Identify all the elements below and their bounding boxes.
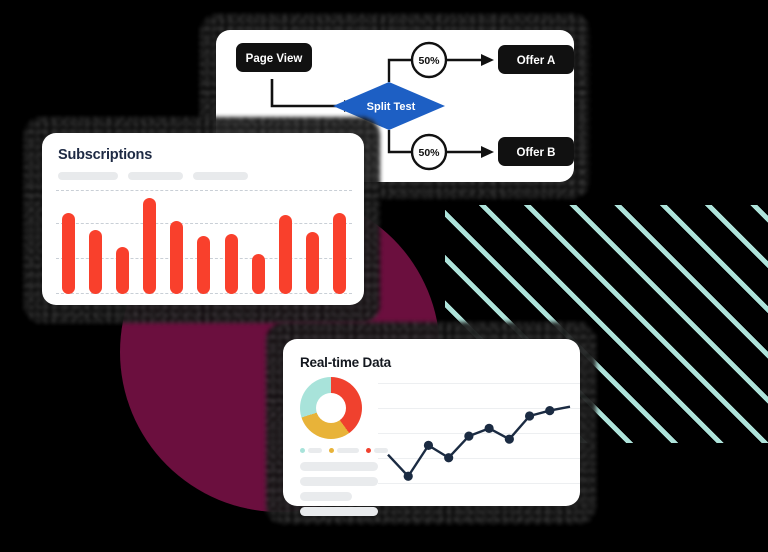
- line-gridline: [378, 383, 580, 384]
- node-offer-b[interactable]: [498, 137, 574, 166]
- bar-series: [62, 190, 346, 294]
- placeholder-pill: [128, 172, 183, 180]
- subscriptions-title: Subscriptions: [58, 147, 153, 163]
- placeholder-bar: [300, 462, 378, 471]
- legend-item-0: [300, 448, 322, 453]
- placeholder-bar: [300, 492, 352, 501]
- donut-chart-section: [300, 377, 388, 516]
- legend-dot-icon: [366, 448, 371, 453]
- legend-label-placeholder: [337, 448, 359, 453]
- line-point-5: [484, 423, 494, 433]
- legend-dot-icon: [300, 448, 305, 453]
- connector-decision-to-branch-b: [387, 130, 412, 154]
- donut-center-hole: [316, 393, 346, 423]
- realtime-data-card: Real-time Data: [283, 339, 580, 516]
- line-gridline: [378, 408, 580, 409]
- node-offer-a[interactable]: [498, 45, 574, 74]
- bar-4: [143, 198, 157, 294]
- placeholder-bar: [300, 507, 378, 516]
- bar-5: [170, 221, 184, 294]
- branch-a-percent-circle[interactable]: [410, 41, 448, 79]
- connector-decision-to-branch-a: [387, 58, 412, 82]
- bar-2: [89, 229, 103, 294]
- line-point-6: [504, 434, 514, 444]
- branch-a-percent-label: 50%: [418, 55, 440, 67]
- line-point-2: [423, 440, 434, 450]
- connector-source-to-decision: [270, 79, 346, 108]
- bar-gridline: [56, 223, 352, 224]
- realtime-title: Real-time Data: [300, 355, 391, 370]
- placeholder-bar: [300, 477, 378, 486]
- bar-11: [332, 212, 346, 294]
- line-point-1: [403, 471, 413, 481]
- subscriptions-bar-chart: [56, 190, 352, 294]
- line-point-7: [524, 411, 535, 421]
- placeholder-pill: [58, 172, 118, 180]
- subscriptions-card: Subscriptions: [42, 133, 364, 305]
- legend-dot-icon: [329, 448, 334, 453]
- realtime-placeholder-list: [300, 462, 378, 516]
- donut-legend: [300, 448, 388, 453]
- legend-item-2: [366, 448, 388, 453]
- donut-chart: [300, 377, 362, 439]
- line-path: [387, 405, 571, 478]
- realtime-line-chart: [378, 377, 580, 502]
- line-point-4: [464, 431, 474, 441]
- bar-7: [224, 233, 238, 294]
- legend-label-placeholder: [374, 448, 388, 453]
- line-gridline: [378, 458, 580, 459]
- node-page-view[interactable]: [236, 43, 312, 72]
- branch-b-percent-circle[interactable]: [410, 133, 448, 171]
- legend-item-1: [329, 448, 359, 453]
- bar-10: [305, 231, 319, 294]
- bar-8: [251, 254, 265, 294]
- flow-diagram-svg: Page View Split Test 50% 50% Offer A Off…: [236, 41, 574, 171]
- node-split-test-label: Split Test: [367, 101, 416, 113]
- branch-b-percent-label: 50%: [418, 147, 440, 159]
- subscriptions-filter-placeholders: [42, 163, 364, 180]
- arrowhead-to-offer-b: [481, 146, 494, 158]
- bar-9: [278, 214, 292, 294]
- line-chart-svg: [387, 405, 571, 481]
- legend-label-placeholder: [308, 448, 322, 453]
- bar-3: [116, 247, 130, 294]
- node-offer-b-label: Offer B: [517, 147, 556, 159]
- node-page-view-label: Page View: [246, 53, 303, 65]
- line-point-3: [444, 453, 454, 463]
- node-offer-a-label: Offer A: [517, 55, 556, 67]
- bar-1: [62, 212, 75, 294]
- bar-gridline: [56, 190, 352, 191]
- line-gridline: [378, 483, 580, 484]
- line-point-8: [545, 405, 555, 416]
- bar-6: [197, 235, 211, 294]
- placeholder-pill: [193, 172, 248, 180]
- arrowhead-to-offer-a: [481, 54, 494, 66]
